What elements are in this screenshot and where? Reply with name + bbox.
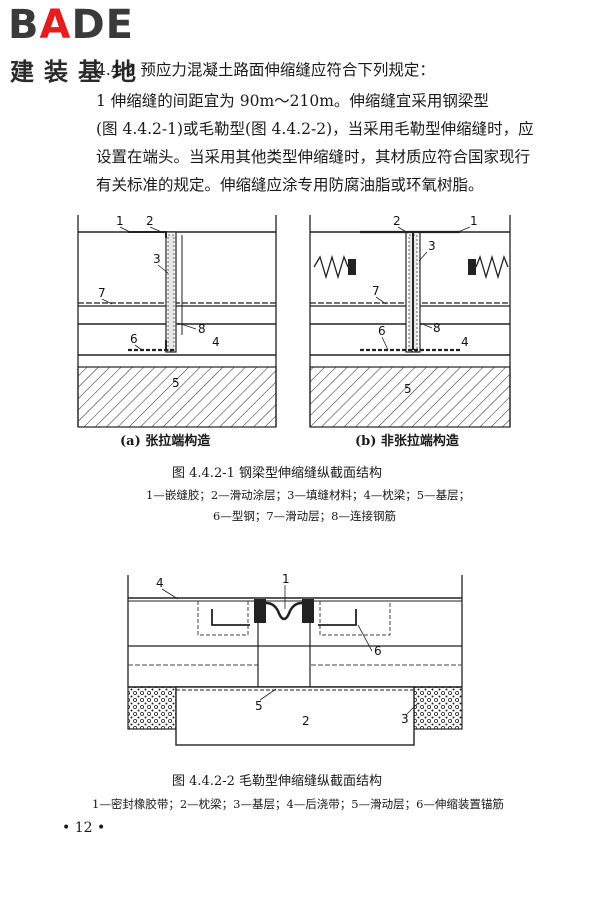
label-1: 1 bbox=[282, 572, 290, 586]
label-6: 6 bbox=[378, 324, 386, 338]
label-2: 2 bbox=[302, 714, 310, 728]
label-7: 7 bbox=[372, 284, 380, 298]
label-1: 1 bbox=[470, 214, 478, 228]
figure-title: 图 4.4.2-2 毛勒型伸缩缝纵截面结构 bbox=[172, 774, 383, 789]
diagram-tensioned-end: 1 2 3 7 8 4 6 5 bbox=[77, 214, 277, 428]
diagram-non-tensioned-end: 2 1 3 7 6 8 4 5 bbox=[309, 214, 511, 428]
paragraph-line: 设置在端头。当采用其他类型伸缩缝时，其材质应符合国家现行 bbox=[96, 148, 531, 166]
label-6: 6 bbox=[130, 332, 138, 346]
brand-logo: BADE bbox=[8, 2, 134, 48]
page-number: • 12 • bbox=[62, 820, 106, 836]
label-6: 6 bbox=[374, 644, 382, 658]
figure-legend: 6—型钢；7—滑动层；8—连接钢筋 bbox=[213, 509, 396, 523]
label-4: 4 bbox=[156, 576, 164, 590]
label-4: 4 bbox=[461, 335, 469, 349]
label-8: 8 bbox=[433, 321, 441, 335]
paragraph-line: 有关标准的规定。伸缩缝应涂专用防腐油脂或环氧树脂。 bbox=[96, 176, 484, 194]
figure-steel-beam-joint: 1 2 3 7 8 4 6 5 2 1 bbox=[77, 214, 511, 428]
label-5: 5 bbox=[255, 699, 263, 713]
label-7: 7 bbox=[98, 286, 106, 300]
label-2: 2 bbox=[393, 214, 401, 228]
paragraph-line: 1 伸缩缝的间距宜为 90m～210m。伸缩缝宜采用钢梁型 bbox=[96, 92, 489, 110]
clause-heading: 4.4.2 预应力混凝土路面伸缩缝应符合下列规定： bbox=[96, 61, 435, 79]
subfigure-caption-b: (b) 非张拉端构造 bbox=[355, 434, 459, 449]
label-8: 8 bbox=[198, 322, 206, 336]
label-4: 4 bbox=[212, 335, 220, 349]
label-5: 5 bbox=[404, 382, 412, 396]
figure-modular-joint: 4 1 6 5 2 3 bbox=[127, 572, 463, 746]
label-3: 3 bbox=[401, 712, 409, 726]
label-2: 2 bbox=[146, 214, 154, 228]
label-1: 1 bbox=[116, 214, 124, 228]
figure-legend: 1—密封橡胶带；2—枕梁；3—基层；4—后浇带；5—滑动层；6—伸缩装置锚筋 bbox=[92, 797, 504, 811]
label-5: 5 bbox=[172, 376, 180, 390]
figure-legend: 1—嵌缝胶；2—滑动涂层；3—填缝材料；4—枕梁；5—基层； bbox=[146, 488, 471, 502]
label-3: 3 bbox=[428, 239, 436, 253]
brand-logo-subtitle: 建装基地 bbox=[10, 58, 146, 86]
label-3: 3 bbox=[153, 252, 161, 266]
subfigure-caption-a: (a) 张拉端构造 bbox=[120, 434, 211, 449]
paragraph-line: (图 4.4.2-1)或毛勒型(图 4.4.2-2)，当采用毛勒型伸缩缝时，应 bbox=[96, 120, 534, 138]
figure-title: 图 4.4.2-1 钢梁型伸缩缝纵截面结构 bbox=[172, 466, 383, 481]
